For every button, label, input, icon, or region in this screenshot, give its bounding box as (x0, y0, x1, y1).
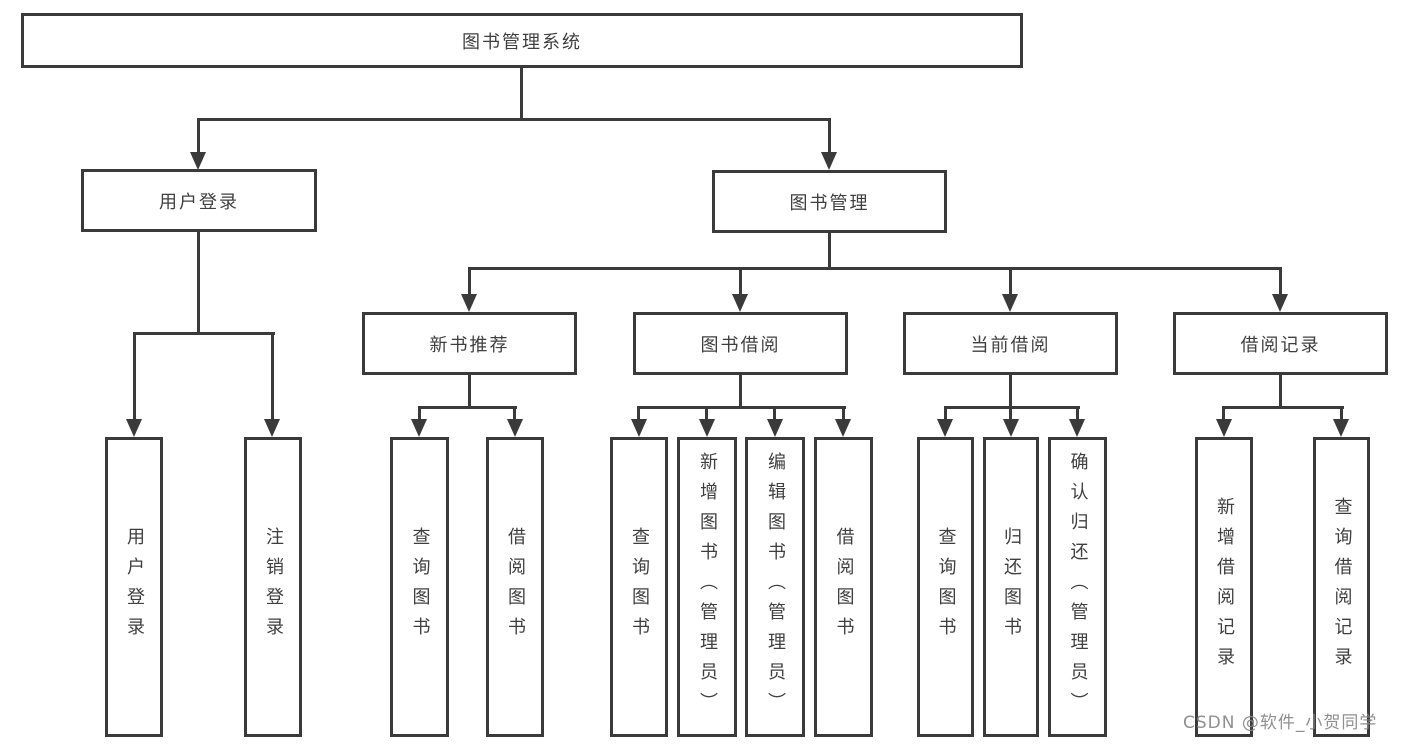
connector-line (197, 230, 200, 334)
connector-line (1340, 406, 1343, 421)
node-logout: 注销登录 (244, 437, 302, 737)
node-borrow-records: 借阅记录 (1173, 312, 1388, 375)
connector-line (828, 118, 831, 154)
node-query-books-borrowing: 查询图书 (610, 437, 668, 737)
arrowhead-down-icon (190, 152, 206, 170)
arrowhead-down-icon (1333, 419, 1349, 437)
connector-line (1009, 406, 1012, 421)
arrowhead-down-icon (767, 419, 783, 437)
connector-line (468, 267, 471, 296)
arrowhead-down-icon (461, 294, 477, 312)
csdn-watermark: CSDN @软件_小贺同学 (1183, 713, 1378, 733)
arrowhead-down-icon (126, 419, 142, 437)
arrowhead-down-icon (699, 419, 715, 437)
node-confirm-return-admin: 确认归还（管理员） (1048, 437, 1107, 737)
connector-line (418, 406, 517, 409)
arrowhead-down-icon (835, 419, 851, 437)
connector-line (1279, 373, 1282, 408)
node-query-books-recommend: 查询图书 (390, 437, 449, 737)
connector-line (1009, 267, 1012, 296)
node-current-borrowing: 当前借阅 (903, 312, 1118, 375)
arrowhead-down-icon (1003, 419, 1019, 437)
connector-line (828, 231, 831, 269)
node-query-books-current: 查询图书 (917, 437, 974, 737)
node-return-books: 归还图书 (983, 437, 1039, 737)
connector-line (468, 373, 471, 408)
connector-line (739, 267, 742, 296)
connector-line (1279, 267, 1282, 296)
arrowhead-down-icon (411, 419, 427, 437)
node-library-management-system: 图书管理系统 (21, 13, 1023, 68)
connector-line (468, 267, 1282, 270)
connector-line (773, 406, 776, 421)
connector-line (197, 118, 831, 121)
arrowhead-down-icon (631, 419, 647, 437)
node-add-borrow-record: 新增借阅记录 (1195, 437, 1253, 737)
node-user-login: 用户登录 (81, 169, 317, 232)
connector-line (944, 406, 947, 421)
connector-line (637, 406, 846, 409)
connector-line (842, 406, 845, 421)
arrowhead-down-icon (507, 419, 523, 437)
arrowhead-down-icon (937, 419, 953, 437)
node-new-book-recommendation: 新书推荐 (362, 312, 577, 375)
connector-line (1222, 406, 1344, 409)
node-borrow-books-recommend: 借阅图书 (486, 437, 544, 737)
node-edit-books-admin: 编辑图书（管理员） (745, 437, 805, 737)
node-book-management: 图书管理 (712, 170, 947, 233)
arrowhead-down-icon (1002, 294, 1018, 312)
arrowhead-down-icon (732, 294, 748, 312)
node-borrow-books-leaf: 借阅图书 (814, 437, 873, 737)
node-user-login-leaf: 用户登录 (105, 437, 163, 737)
connector-line (520, 66, 523, 119)
connector-line (705, 406, 708, 421)
connector-line (271, 332, 274, 421)
connector-line (1009, 373, 1012, 408)
connector-line (197, 118, 200, 154)
arrowhead-down-icon (1272, 294, 1288, 312)
node-add-books-admin: 新增图书（管理员） (677, 437, 737, 737)
connector-line (1222, 406, 1225, 421)
connector-line (418, 406, 421, 421)
node-query-borrow-record: 查询借阅记录 (1313, 437, 1370, 737)
arrowhead-down-icon (1069, 419, 1085, 437)
connector-line (1076, 406, 1079, 421)
connector-line (133, 332, 275, 335)
connector-line (637, 406, 640, 421)
connector-line (739, 373, 742, 408)
arrowhead-down-icon (821, 152, 837, 170)
node-book-borrowing: 图书借阅 (633, 312, 848, 375)
connector-line (133, 332, 136, 421)
arrowhead-down-icon (264, 419, 280, 437)
connector-line (944, 406, 1080, 409)
arrowhead-down-icon (1216, 419, 1232, 437)
connector-line (513, 406, 516, 421)
